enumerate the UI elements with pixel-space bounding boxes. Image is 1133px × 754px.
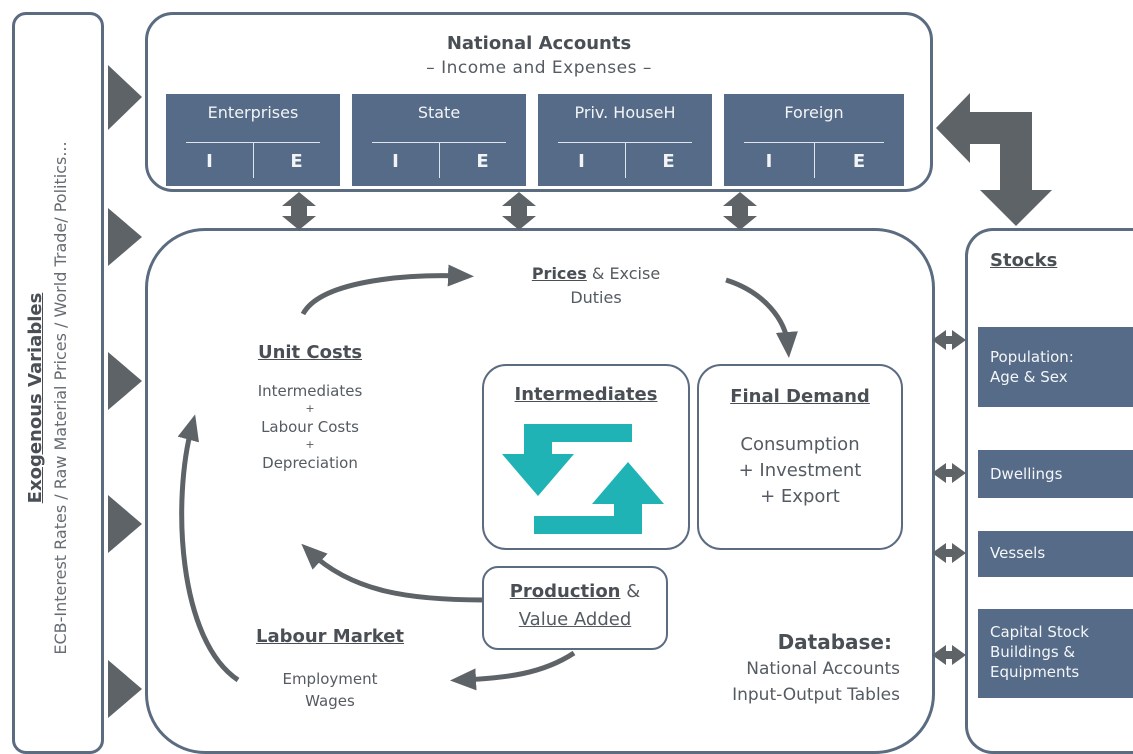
labour-market-title: Labour Market [255,626,405,647]
production-box [482,566,668,650]
arrow-right-icon [108,660,142,718]
sector-expenses: E [662,151,675,172]
arrow-production-to-unit-costs [301,543,485,603]
double-arrow-horizontal-icon [932,543,966,563]
stock-label: Population: [990,348,1074,366]
final-demand-line: Consumption [740,434,860,455]
double-arrow-horizontal-icon [932,463,966,483]
stocks-title: Stocks [990,250,1058,271]
stock-population: Population: Age & Sex [978,327,1133,407]
sector-income: I [765,151,773,172]
sector-state: State I E [352,94,526,186]
unit-costs-line: + [305,438,315,451]
stock-dwellings: Dwellings [978,450,1133,498]
labour-market-line: Employment [282,670,378,688]
final-demand-node: Final Demand Consumption + Investment + … [697,384,903,510]
sector-private-households: Priv. HouseH I E [538,94,712,186]
double-arrow-vertical-icon [282,192,316,230]
sector-income: I [578,151,585,172]
sector-income: I [206,151,213,172]
stock-vessels: Vessels [978,531,1133,577]
database-node: Database: National Accounts Input-Output… [660,628,900,708]
sector-name: State [417,103,461,122]
database-line: National Accounts [746,659,900,679]
arrow-unit-costs-to-prices [300,264,474,316]
prices-title: Prices [531,264,587,283]
stock-label: Vessels [990,544,1046,562]
national-accounts-title: National Accounts [446,33,632,54]
double-arrow-vertical-icon [723,192,757,230]
bent-double-arrow-icon [936,93,1052,226]
national-accounts-subtitle: – Income and Expenses – [426,58,652,78]
sector-enterprises: Enterprises I E [166,94,340,186]
unit-costs-line: + [305,402,315,415]
sector-foreign: Foreign I E [724,94,904,186]
unit-costs-line: Depreciation [262,454,358,472]
final-demand-box [697,364,903,550]
stock-label: Dwellings [990,465,1063,483]
sector-income: I [392,151,399,172]
intermediates-title: Intermediates [514,384,658,405]
arrow-prices-to-final-demand [725,277,798,358]
final-demand-line: + Export [760,486,840,507]
arrow-right-icon [108,495,142,553]
labour-market-line: Wages [305,692,355,710]
arrow-right-icon [108,65,142,130]
final-demand-title: Final Demand [730,386,870,407]
production-value-added: Value Added [518,609,632,630]
exogenous-panel [12,12,104,754]
arrow-production-to-labour-market [450,650,576,691]
double-arrow-horizontal-icon [932,645,966,665]
stock-capital: Capital Stock Buildings & Equipments [978,609,1133,698]
production-amp: & [620,581,641,602]
sector-expenses: E [852,151,866,172]
production-title: Production [509,581,621,602]
final-demand-line: + Investment [738,460,862,481]
unit-costs-line: Labour Costs [261,418,359,436]
stock-label: Equipments [990,663,1080,681]
prices-text: & Excise [586,264,661,283]
sector-expenses: E [476,151,489,172]
database-line: Input-Output Tables [732,685,900,705]
exchange-arrows-icon [502,424,664,534]
sector-expenses: E [290,151,303,172]
arrow-right-icon [108,208,142,266]
unit-costs-node: Unit Costs Intermediates + Labour Costs … [210,340,410,474]
double-arrow-horizontal-icon [932,330,966,350]
national-accounts-header: National Accounts – Income and Expenses … [145,32,933,80]
prices-text-2: Duties [570,288,622,307]
labour-market-node: Labour Market Employment Wages [230,624,430,712]
sector-name: Priv. HouseH [574,103,676,122]
double-arrow-vertical-icon [502,192,536,230]
stock-label: Age & Sex [990,368,1068,386]
stock-label: Buildings & [990,643,1076,661]
arrow-labour-market-to-unit-costs [177,414,240,683]
unit-costs-line: Intermediates [257,382,363,400]
database-title: Database: [777,630,892,654]
stock-label: Capital Stock [990,623,1089,641]
prices-node: Prices & Excise Duties [496,262,696,310]
production-node: Production & Value Added [482,578,668,634]
arrow-right-icon [108,352,142,410]
unit-costs-title: Unit Costs [257,342,363,363]
sector-name: Enterprises [207,103,299,122]
sector-name: Foreign [784,103,844,122]
